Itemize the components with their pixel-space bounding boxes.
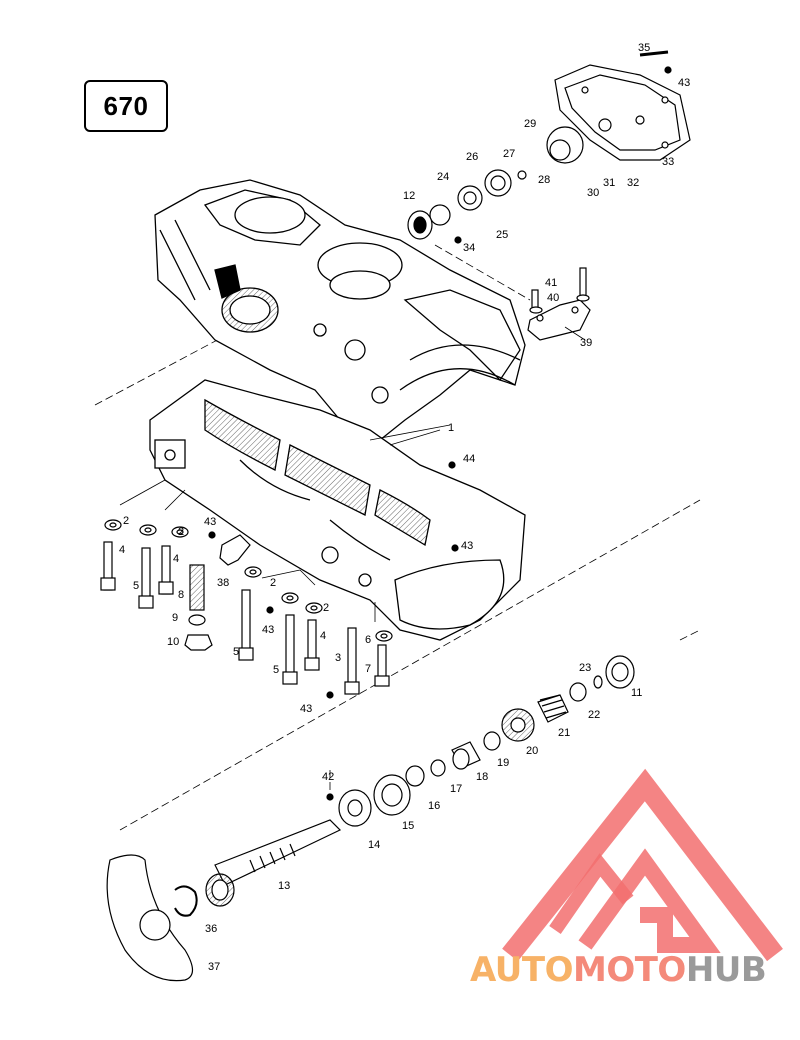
callout-35: 35 bbox=[638, 42, 650, 54]
callout-43: 43 bbox=[678, 77, 690, 89]
watermark-auto: AUTO bbox=[470, 950, 573, 990]
callout-43: 43 bbox=[262, 624, 274, 636]
callout-25: 25 bbox=[496, 229, 508, 241]
callout-16: 16 bbox=[428, 800, 440, 812]
callout-9: 9 bbox=[172, 612, 178, 624]
upper-crankcase bbox=[154, 179, 526, 441]
callout-17: 17 bbox=[450, 783, 462, 795]
callout-23: 23 bbox=[579, 662, 591, 674]
callout-19: 19 bbox=[497, 757, 509, 769]
callout-27: 27 bbox=[503, 148, 515, 160]
pump-cover-group bbox=[407, 50, 691, 240]
callout-28: 28 bbox=[538, 174, 550, 186]
callout-2: 2 bbox=[178, 526, 184, 538]
watermark-moto: MOTO bbox=[572, 950, 686, 990]
callout-43: 43 bbox=[461, 540, 473, 552]
callout-31: 31 bbox=[603, 177, 615, 189]
callout-32: 32 bbox=[627, 177, 639, 189]
callout-42: 42 bbox=[322, 771, 334, 783]
callout-13: 13 bbox=[278, 880, 290, 892]
callout-15: 15 bbox=[402, 820, 414, 832]
callout-29: 29 bbox=[524, 118, 536, 130]
callout-30: 30 bbox=[587, 187, 599, 199]
callout-26: 26 bbox=[466, 151, 478, 163]
callout-5: 5 bbox=[233, 646, 239, 658]
callout-20: 20 bbox=[526, 745, 538, 757]
diagram-reference-number: 670 bbox=[103, 90, 149, 121]
callout-5: 5 bbox=[133, 580, 139, 592]
callout-44: 44 bbox=[463, 453, 475, 465]
automotohub-logo-mark bbox=[502, 768, 783, 962]
callout-39: 39 bbox=[580, 337, 592, 349]
callout-2: 2 bbox=[270, 577, 276, 589]
callout-4: 4 bbox=[173, 553, 179, 565]
callout-11: 11 bbox=[631, 687, 642, 699]
callout-43: 43 bbox=[204, 516, 216, 528]
callout-12: 12 bbox=[403, 190, 415, 202]
callout-34: 34 bbox=[463, 242, 475, 254]
callout-5: 5 bbox=[273, 664, 279, 676]
callout-2: 2 bbox=[123, 515, 129, 527]
callout-38: 38 bbox=[217, 577, 229, 589]
callout-37: 37 bbox=[208, 961, 220, 973]
callout-18: 18 bbox=[476, 771, 488, 783]
callout-41: 41 bbox=[545, 277, 557, 289]
diagram-reference-box: 670 bbox=[84, 80, 168, 132]
callout-4: 4 bbox=[119, 544, 125, 556]
callout-6: 6 bbox=[365, 634, 371, 646]
callout-4: 4 bbox=[320, 630, 326, 642]
callout-14: 14 bbox=[368, 839, 380, 851]
watermark-hub: HUB bbox=[685, 950, 767, 990]
callout-36: 36 bbox=[205, 923, 217, 935]
callout-1: 1 bbox=[448, 422, 454, 434]
callout-21: 21 bbox=[558, 727, 570, 739]
bracket-group bbox=[527, 267, 591, 341]
callout-7: 7 bbox=[365, 663, 371, 675]
callout-8: 8 bbox=[178, 589, 184, 601]
callout-10: 10 bbox=[167, 636, 179, 648]
callout-24: 24 bbox=[437, 171, 449, 183]
drive-shaft-group bbox=[106, 655, 635, 982]
watermark-text: AUTOMOTOHUB bbox=[470, 950, 767, 990]
callout-43: 43 bbox=[300, 703, 312, 715]
callout-labels: 35 43 29 27 26 24 28 30 31 32 33 12 25 3… bbox=[119, 42, 690, 973]
leader-lines bbox=[119, 326, 586, 622]
bolt-set bbox=[100, 236, 462, 699]
callout-3: 3 bbox=[335, 652, 341, 664]
callout-2: 2 bbox=[323, 602, 329, 614]
callout-22: 22 bbox=[588, 709, 600, 721]
lower-crankcase bbox=[149, 379, 526, 641]
callout-40: 40 bbox=[547, 292, 559, 304]
callout-33: 33 bbox=[662, 156, 674, 168]
